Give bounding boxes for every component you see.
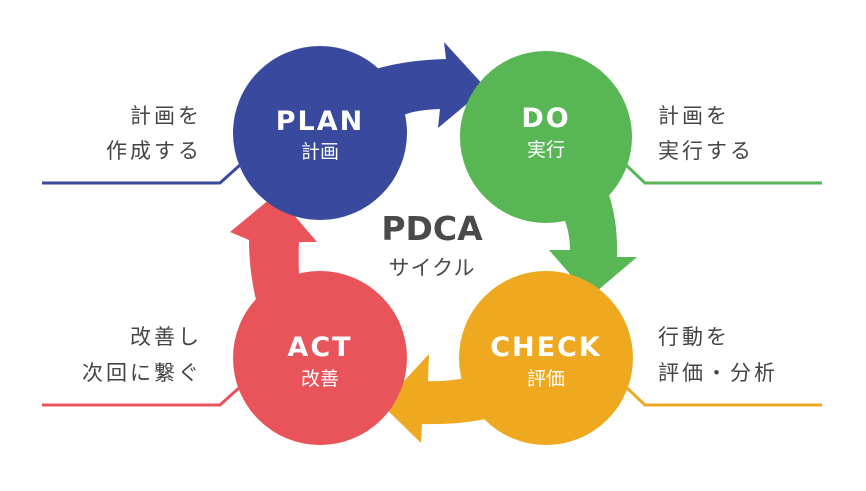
check-desc-line1: 行動を bbox=[658, 325, 730, 349]
do-subtitle: 実行 bbox=[527, 139, 565, 161]
plan-subtitle: 計画 bbox=[301, 141, 339, 163]
center-title: PDCA bbox=[381, 209, 483, 248]
act-circle bbox=[233, 271, 407, 445]
plan-desc-line2: 作成する bbox=[106, 139, 202, 163]
center-subtitle: サイクル bbox=[389, 256, 476, 280]
act-leader-line bbox=[42, 385, 242, 407]
check-circle bbox=[459, 271, 633, 445]
do-leader-line bbox=[624, 163, 822, 185]
do-desc-line1: 計画を bbox=[658, 104, 730, 128]
act-title: ACT bbox=[287, 332, 352, 363]
plan-desc-line1: 計画を bbox=[130, 104, 202, 128]
check-title: CHECK bbox=[490, 332, 602, 363]
check-to-act-arrow bbox=[382, 354, 490, 443]
act-subtitle: 改善 bbox=[301, 368, 339, 390]
check-leader-line bbox=[624, 385, 822, 407]
check-desc-line2: 評価・分析 bbox=[658, 361, 778, 385]
plan-title: PLAN bbox=[276, 106, 365, 137]
plan-circle bbox=[233, 46, 407, 220]
plan-leader-line bbox=[42, 163, 242, 185]
act-desc-line2: 次回に繋ぐ bbox=[82, 361, 202, 385]
act-to-plan-arrow bbox=[230, 194, 317, 300]
do-title: DO bbox=[521, 103, 570, 134]
check-subtitle: 評価 bbox=[527, 368, 565, 390]
do-circle bbox=[460, 51, 632, 223]
act-desc-line1: 改善し bbox=[130, 325, 202, 349]
do-desc-line2: 実行する bbox=[658, 139, 754, 163]
